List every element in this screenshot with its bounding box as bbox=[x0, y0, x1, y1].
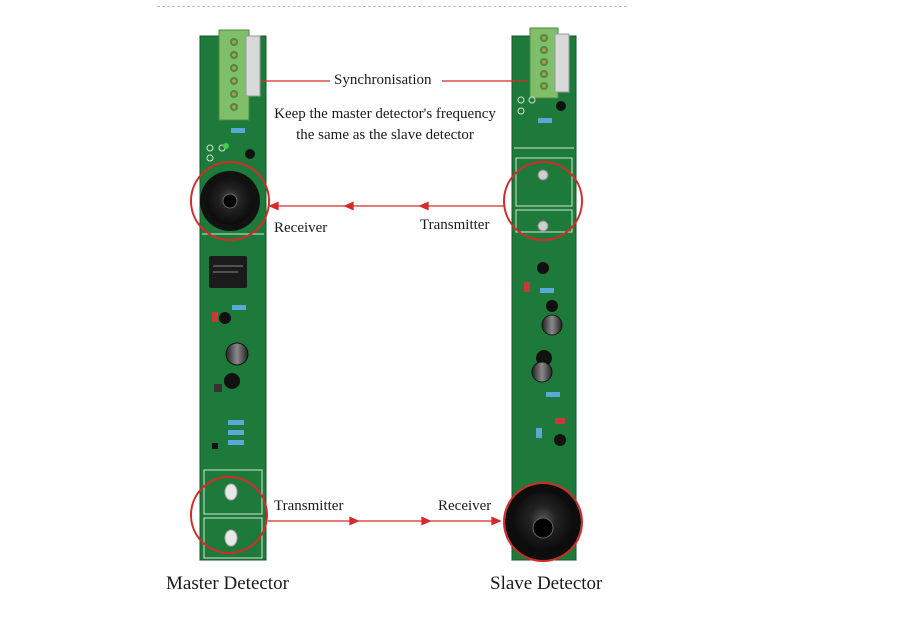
slave-detector-caption: Slave Detector bbox=[490, 573, 603, 594]
top-transmitter-label: Transmitter bbox=[420, 217, 490, 233]
master-transmitter-led bbox=[224, 483, 238, 547]
slave-terminal-block bbox=[529, 27, 570, 99]
slave-transmitter-led bbox=[537, 169, 549, 232]
bottom-transmitter-label: Transmitter bbox=[274, 498, 344, 514]
bottom-signal-arrow bbox=[268, 516, 502, 526]
synchronisation-label: Synchronisation bbox=[334, 72, 432, 88]
top-signal-arrow bbox=[268, 201, 505, 211]
master-pcb bbox=[199, 29, 267, 561]
red-highlight-circles bbox=[190, 161, 583, 562]
slave-transmitter-circle bbox=[503, 161, 583, 241]
frequency-note: Keep the master detector's frequency the… bbox=[262, 104, 508, 146]
slave-receiver-circle bbox=[503, 482, 583, 562]
master-terminal-block bbox=[218, 29, 261, 121]
bottom-receiver-label: Receiver bbox=[438, 498, 492, 514]
slave-receiver-lens bbox=[505, 484, 581, 560]
frequency-note-line2: the same as the slave detector bbox=[296, 127, 474, 143]
master-detector-caption: Master Detector bbox=[166, 573, 289, 594]
frequency-note-line1: Keep the master detector's frequency bbox=[274, 106, 496, 122]
master-receiver-lens bbox=[200, 171, 260, 231]
top-receiver-label: Receiver bbox=[274, 220, 328, 236]
top-dashed-divider bbox=[157, 6, 627, 7]
master-receiver-circle bbox=[190, 161, 270, 241]
slave-pcb bbox=[505, 27, 581, 561]
master-transmitter-circle bbox=[190, 476, 268, 554]
